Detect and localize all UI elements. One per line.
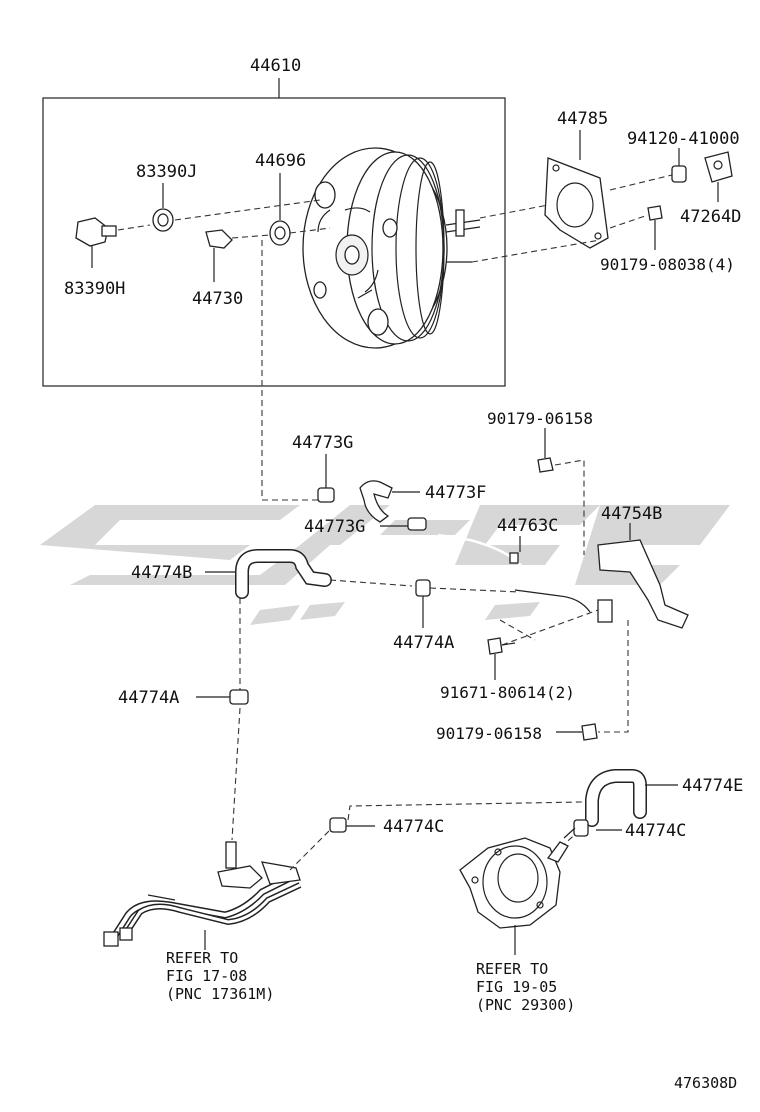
clamp-44774A-mid <box>415 579 431 628</box>
nut-94120-41000 <box>671 148 687 183</box>
label-90179-06158-top: 90179-06158 <box>487 409 593 428</box>
seal-44696 <box>269 173 291 246</box>
align-14 <box>429 587 521 593</box>
pipe-44763C <box>437 533 591 614</box>
hose-44774E <box>585 769 678 827</box>
nut-90179-06158-bottom <box>556 723 598 741</box>
label-83390H: 83390H <box>64 279 125 299</box>
vacuum-pump <box>459 827 576 955</box>
align-16 <box>231 707 241 841</box>
vacuum-path-dash <box>261 240 318 501</box>
hose-44774B <box>205 549 332 599</box>
align-3 <box>231 234 271 239</box>
clamp-44774C-right <box>573 819 622 837</box>
label-83390J: 83390J <box>136 162 197 182</box>
label-44773G-mid: 44773G <box>304 517 365 537</box>
clamp-44773G-top <box>317 454 335 503</box>
label-44774A-left: 44774A <box>118 688 179 708</box>
label-94120-41000: 94120-41000 <box>627 129 740 149</box>
hose-44773F <box>359 480 420 523</box>
label-44754B: 44754B <box>601 504 662 524</box>
fitting-44730 <box>205 229 233 282</box>
clamp-44773G-mid <box>380 517 427 531</box>
label-44774B: 44774B <box>131 563 192 583</box>
bolt-91671-80614 <box>487 637 516 680</box>
align-6 <box>609 174 673 191</box>
align-5 <box>479 204 549 219</box>
clamp-44774A-left <box>196 689 249 705</box>
label-44696: 44696 <box>255 151 306 171</box>
label-44774C-right: 44774C <box>625 821 686 841</box>
nut-90179-06158-top <box>537 428 554 473</box>
label-44730: 44730 <box>192 289 243 309</box>
label-44774A-mid: 44774A <box>393 633 454 653</box>
gasket-44785 <box>544 130 609 249</box>
label-44774E: 44774E <box>682 776 743 796</box>
align-18 <box>347 801 583 821</box>
ref-left-line-1: REFER TO <box>166 949 238 967</box>
booster-assembly-box <box>42 97 506 387</box>
label-44763C: 44763C <box>497 516 558 536</box>
align-4 <box>289 227 331 234</box>
bracket-44754B <box>597 523 689 629</box>
ref-right-line-1: REFER TO <box>476 960 548 978</box>
ref-left-line-3: (PNC 17361M) <box>166 985 274 1003</box>
label-44785: 44785 <box>557 109 608 129</box>
ref-right-line-2: FIG 19-05 <box>476 978 557 996</box>
grommet-83390J <box>152 183 174 232</box>
bracket-47264D <box>704 151 733 202</box>
label-44773G-top: 44773G <box>292 433 353 453</box>
check-valve-83390H <box>75 217 117 268</box>
align-11 <box>501 609 599 646</box>
fuel-pipe-assembly <box>103 841 302 950</box>
align-9 <box>554 459 585 555</box>
brake-booster <box>302 147 481 349</box>
nut-90179-08038 <box>647 205 663 250</box>
align-8 <box>609 214 649 229</box>
align-17 <box>289 823 337 871</box>
watermark-logo <box>40 505 730 625</box>
label-44773F: 44773F <box>425 483 486 503</box>
label-90179-08038: 90179-08038(4) <box>600 255 735 274</box>
label-44610: 44610 <box>250 56 301 76</box>
label-47264D: 47264D <box>680 207 741 227</box>
align-7 <box>471 239 601 263</box>
align-1 <box>117 224 151 231</box>
align-12 <box>499 619 536 641</box>
clamp-44774C-left <box>329 817 375 833</box>
align-2 <box>174 199 321 221</box>
label-90179-06158-bottom: 90179-06158 <box>436 724 542 743</box>
align-10 <box>598 620 629 733</box>
figure-id: 476308D <box>674 1074 737 1092</box>
ref-right-line-3: (PNC 29300) <box>476 996 575 1014</box>
align-13 <box>329 579 413 587</box>
ref-left-line-2: FIG 17-08 <box>166 967 247 985</box>
label-91671-80614: 91671-80614(2) <box>440 683 575 702</box>
label-44774C-left: 44774C <box>383 817 444 837</box>
